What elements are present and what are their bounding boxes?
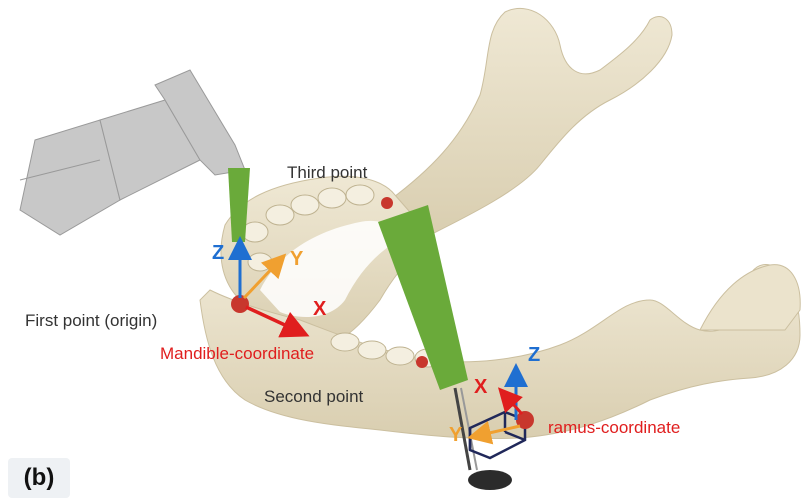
ramus-coordinate-label: ramus-coordinate: [548, 418, 680, 438]
third-point-marker: [381, 197, 393, 209]
third-point-label: Third point: [287, 163, 367, 183]
ramus-y-label: Y: [449, 424, 462, 447]
panel-label: (b): [8, 458, 70, 498]
ramus-z-label: Z: [528, 344, 540, 367]
mandible-z-label: Z: [212, 242, 224, 265]
mandible-bone: [200, 8, 800, 438]
second-point-marker: [416, 356, 428, 368]
mandible-y-label: Y: [290, 248, 303, 271]
first-point-label: First point (origin): [25, 311, 157, 331]
second-point-label: Second point: [264, 387, 363, 407]
mandible-coordinate-label: Mandible-coordinate: [160, 344, 314, 364]
robot-arm: [20, 70, 245, 235]
mandible-x-label: X: [313, 298, 326, 321]
ramus-x-label: X: [474, 376, 487, 399]
